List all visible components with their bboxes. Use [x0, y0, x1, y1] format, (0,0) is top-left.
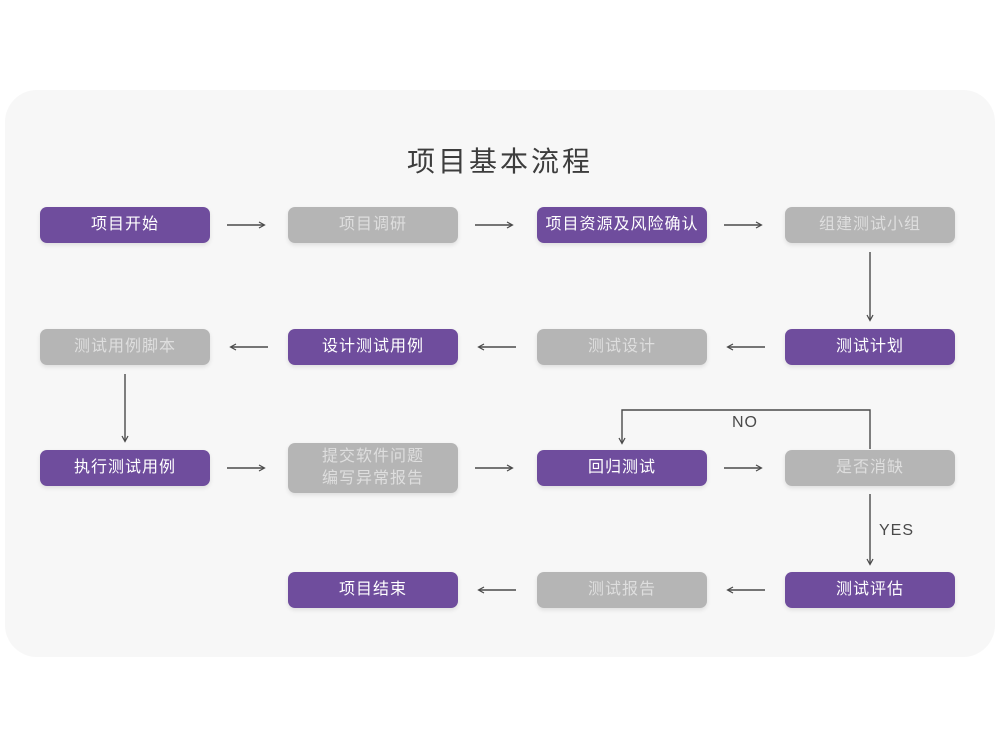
- node-regression-test: 回归测试: [537, 450, 707, 486]
- node-defect-cleared: 是否消缺: [785, 450, 955, 486]
- node-project-research: 项目调研: [288, 207, 458, 243]
- node-test-design: 测试设计: [537, 329, 707, 365]
- branch-label-no: NO: [732, 414, 758, 431]
- node-project-end: 项目结束: [288, 572, 458, 608]
- node-test-report: 测试报告: [537, 572, 707, 608]
- diagram-title: 项目基本流程: [406, 146, 593, 177]
- node-test-plan: 测试计划: [785, 329, 955, 365]
- node-project-start: 项目开始: [40, 207, 210, 243]
- submit-issues-line2: 编写异常报告: [321, 470, 424, 487]
- node-resource-risk: 项目资源及风险确认: [537, 207, 707, 243]
- flowchart-card: [5, 90, 995, 657]
- node-submit-issues: 提交软件问题 编写异常报告: [288, 443, 458, 493]
- node-build-test-team: 组建测试小组: [785, 207, 955, 243]
- branch-label-yes: YES: [879, 522, 915, 539]
- node-execute-test-cases: 执行测试用例: [40, 450, 210, 486]
- node-design-test-cases: 设计测试用例: [288, 329, 458, 365]
- submit-issues-line1: 提交软件问题: [321, 448, 424, 466]
- node-test-case-scripts: 测试用例脚本: [40, 329, 210, 365]
- node-test-evaluation: 测试评估: [785, 572, 955, 608]
